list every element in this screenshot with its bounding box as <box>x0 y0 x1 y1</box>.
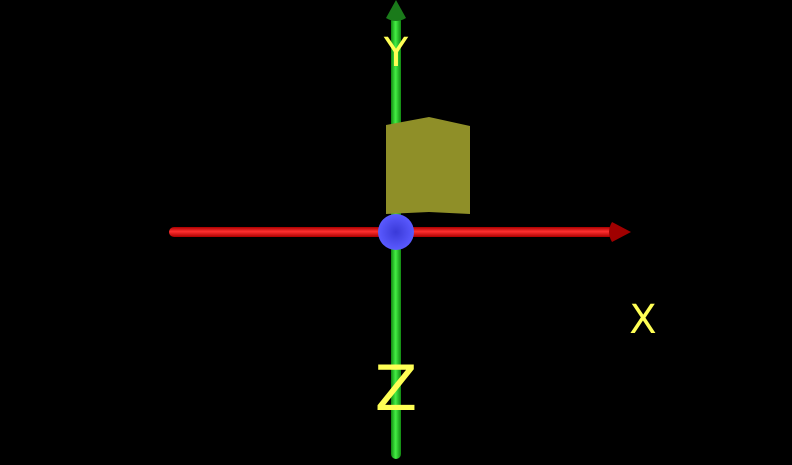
z-axis-label: Z <box>375 352 417 425</box>
box <box>386 117 470 214</box>
origin-sphere[interactable] <box>378 214 414 250</box>
y-axis-arrowhead <box>386 0 406 21</box>
x-axis-arrowhead <box>609 222 631 242</box>
x-axis-label: X <box>629 297 656 343</box>
y-axis-label: Y <box>383 30 409 76</box>
